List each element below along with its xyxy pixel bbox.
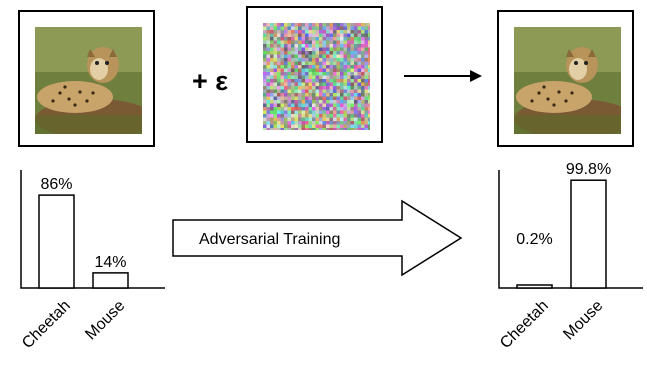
- data-label-mouse: 14%: [94, 254, 126, 271]
- bar-chart-after: 0.2% 99.8%: [498, 161, 643, 290]
- adversarial-training-label: Adversarial Training: [199, 231, 341, 248]
- data-label-mouse: 99.8%: [566, 161, 611, 178]
- original-image-frame: [18, 10, 155, 147]
- category-label-mouse: Mouse: [559, 297, 606, 344]
- category-label-cheetah: Cheetah: [18, 297, 74, 353]
- adversarial-cheetah-image: [514, 27, 621, 134]
- noise-image-frame: [246, 6, 383, 143]
- adversarial-image-frame: [497, 10, 634, 147]
- right-arrow-icon: [404, 70, 482, 82]
- data-label-cheetah: 0.2%: [516, 231, 552, 248]
- bar-mouse: [92, 272, 129, 289]
- bar-cheetah: [38, 194, 75, 289]
- chart-after-plot: 0.2% 99.8%: [498, 161, 643, 289]
- category-label-cheetah: Cheetah: [496, 297, 552, 353]
- bar-cheetah: [516, 284, 553, 289]
- big-right-arrow-icon: [172, 199, 463, 277]
- plus-epsilon-symbol: + ε: [192, 66, 229, 96]
- bar-mouse: [570, 179, 607, 289]
- cheetah-image: [35, 27, 142, 134]
- bar-chart-before: 86% 14%: [20, 170, 165, 290]
- chart-before-plot: 86% 14%: [20, 170, 165, 289]
- noise-image: [263, 23, 370, 130]
- category-label-mouse: Mouse: [81, 297, 128, 344]
- data-label-cheetah: 86%: [40, 176, 72, 193]
